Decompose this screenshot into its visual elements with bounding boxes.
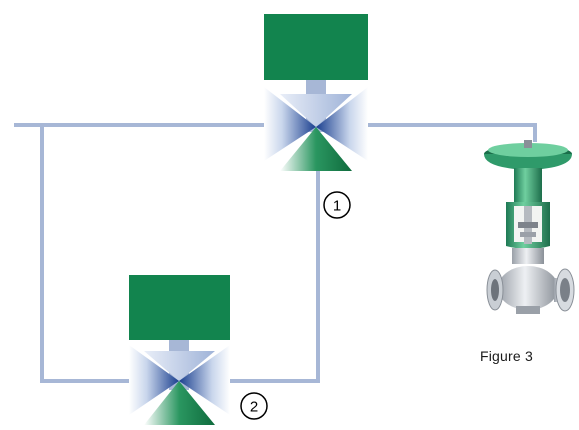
callout-1-label: 1 xyxy=(333,198,341,215)
pilot-valve-1-icon xyxy=(264,14,368,171)
valve-bottom-triangle xyxy=(280,127,352,171)
callout-1: 1 xyxy=(323,191,351,219)
supply-line-top xyxy=(14,123,537,142)
control-valve-icon xyxy=(484,140,575,314)
supply-line-left-loop xyxy=(40,125,155,383)
callout-2-label: 2 xyxy=(250,399,258,416)
valve-right-wedge xyxy=(316,87,368,161)
callout-2: 2 xyxy=(240,392,268,420)
valve-bonnet xyxy=(512,248,544,264)
figure-caption: Figure 3 xyxy=(480,348,533,364)
pilot-connection-line xyxy=(218,162,320,383)
valve-top-triangle xyxy=(280,94,352,127)
valve-body xyxy=(498,266,558,310)
actuator-yoke xyxy=(514,168,542,202)
actuator-block xyxy=(264,14,368,80)
pipe-network xyxy=(14,123,537,383)
valve-bottom-triangle xyxy=(144,381,215,425)
valve-right-wedge xyxy=(179,345,230,415)
valve-top-triangle xyxy=(144,351,215,381)
actuator-block xyxy=(129,275,230,340)
valve-left-wedge xyxy=(129,345,179,415)
valve-left-wedge xyxy=(264,87,316,161)
pilot-valve-2-icon xyxy=(129,275,230,425)
